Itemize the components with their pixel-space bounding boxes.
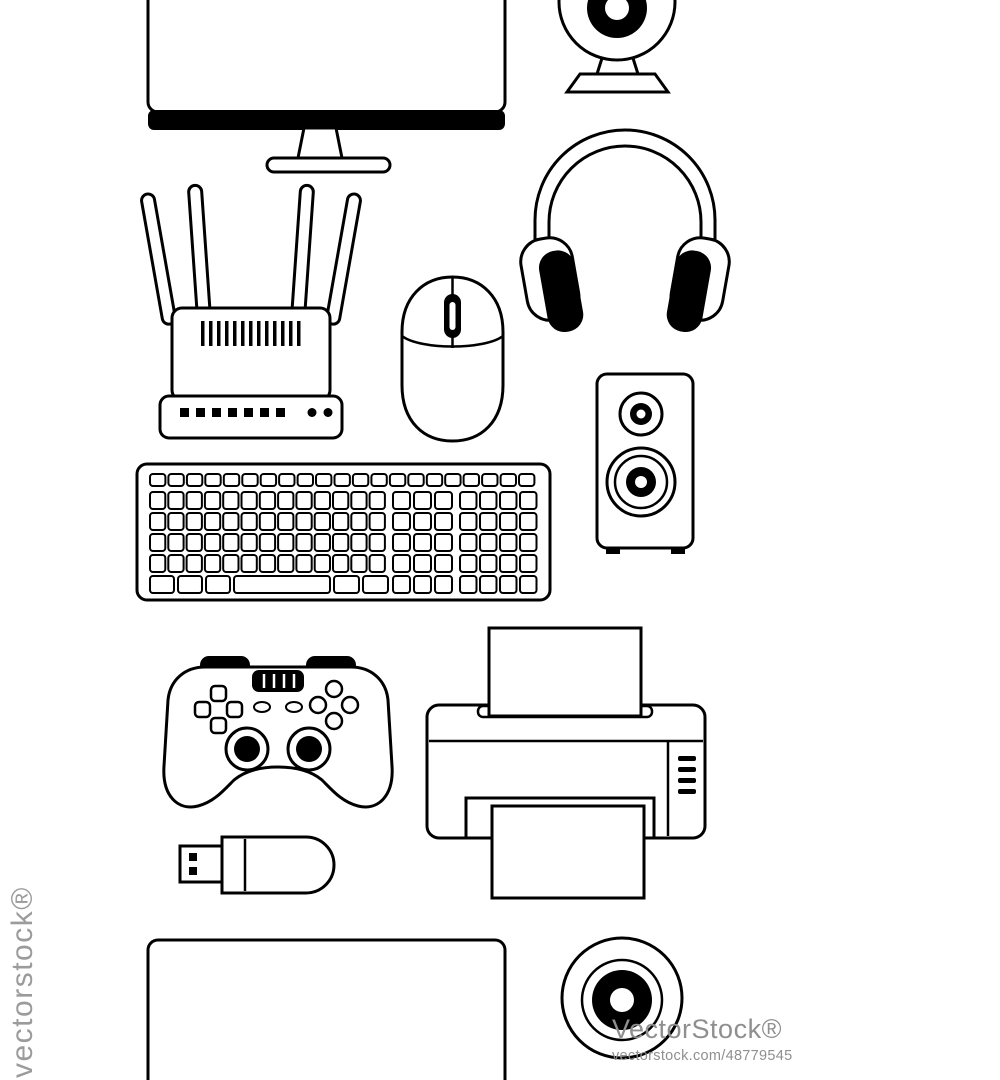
headphones-icon (519, 128, 731, 333)
computer-mouse-icon (400, 275, 505, 443)
router-vents-icon (201, 321, 301, 346)
router-antenna-icon (187, 183, 213, 329)
router-antenna-icon (289, 183, 315, 329)
printer-vent-bars-icon (678, 756, 696, 794)
watermark-url: vectorstock.com/48779545 (612, 1048, 793, 1064)
gamepad-icon (162, 656, 394, 809)
analog-sticks-icon (224, 726, 332, 772)
watermark-left-vertical: vectorstock® (6, 886, 39, 1078)
keyboard-keys-icon (149, 473, 538, 594)
keyboard-icon (135, 462, 552, 602)
wifi-router-icon (140, 183, 362, 440)
webcam-top-icon (557, 0, 677, 94)
usb-flash-drive-icon (178, 835, 336, 895)
router-antenna-icon (325, 192, 362, 326)
printer-input-paper-icon (487, 626, 643, 718)
monitor-icon (146, 0, 507, 174)
dpad-icon (193, 684, 244, 735)
speaker-icon (595, 372, 695, 554)
printer-icon (425, 626, 707, 900)
gamepad-grill-icon (252, 670, 304, 692)
action-buttons-icon (308, 679, 360, 731)
webcam-bottom-partial-icon (560, 936, 684, 1060)
watermark-brand: VectorStock® (612, 1014, 782, 1044)
watermark-bottom-right: VectorStock® vectorstock.com/48779545 (612, 1014, 793, 1064)
router-leds-icon (180, 408, 333, 417)
router-antenna-icon (140, 192, 177, 326)
monitor-bottom-partial-icon (146, 938, 507, 1080)
printer-output-paper-icon (490, 804, 646, 900)
